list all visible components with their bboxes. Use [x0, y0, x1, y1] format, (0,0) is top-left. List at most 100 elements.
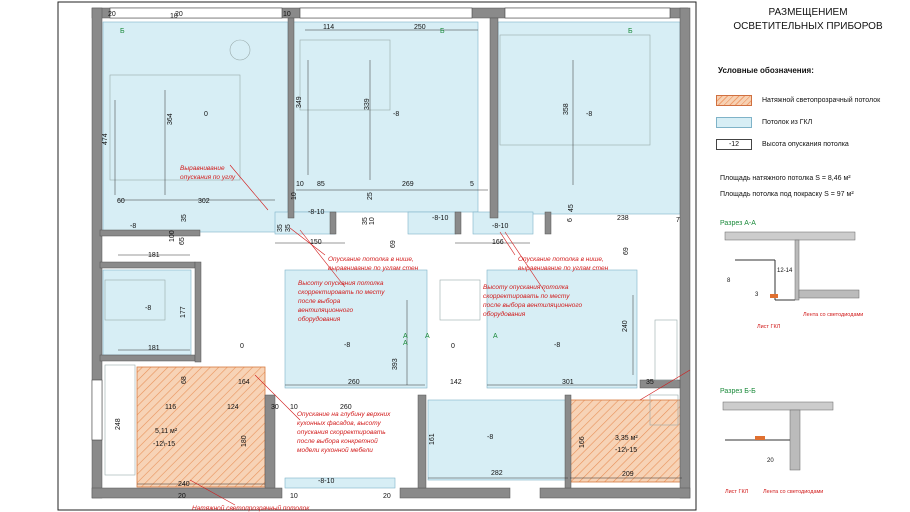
- dimension-label: -8-10: [318, 478, 334, 485]
- section-a-title: Разрез А-А: [720, 220, 756, 227]
- dimension-label: 0: [240, 343, 244, 350]
- dimension-label: 10: [170, 13, 178, 20]
- dimension-label: 10: [296, 181, 304, 188]
- dimension-label: 177: [180, 306, 187, 318]
- dimension-label: 240: [622, 320, 629, 332]
- note-line: кухонных фасадов, высоту: [297, 419, 382, 427]
- dimension-label: 260: [340, 404, 352, 411]
- dimension-label: 161: [429, 433, 436, 445]
- dimension-label: 5: [470, 181, 474, 188]
- gkl-zones: [102, 21, 681, 489]
- area-stretch: Площадь натяжного потолка S = 8,46 м²: [720, 175, 851, 182]
- legend-item-height: -12 Высота опускания потолка: [716, 137, 849, 151]
- dimension-label: 114: [323, 24, 334, 31]
- furniture: [104, 34, 679, 476]
- dimension-label: 180: [241, 435, 248, 447]
- note-line: оборудования: [298, 315, 341, 323]
- dimension-label: -12\-15: [615, 447, 637, 454]
- dimension-label: 116: [165, 404, 176, 411]
- dimension-label: 69: [623, 247, 630, 255]
- dimension-label: -12\-15: [153, 441, 175, 448]
- dimension-label: 248: [115, 418, 122, 430]
- dimension-label: 35: [646, 379, 654, 386]
- dimension-label: 10: [291, 192, 298, 200]
- dimension-label: 20: [178, 493, 186, 500]
- note-line: Опускание на глубину верхних: [297, 410, 391, 418]
- sheet-frame: [57, 1, 697, 511]
- dim-a-1: 12-14: [777, 268, 793, 274]
- stretch-ceiling-bath: [569, 399, 683, 483]
- note-line: опускания скорректировать: [297, 429, 386, 436]
- dimension-label: 150: [310, 239, 322, 246]
- dimension-label: 124: [227, 404, 239, 411]
- dimension-label: 166: [492, 239, 504, 246]
- dimension-label: -8: [586, 111, 592, 118]
- note-line: выравнивание по углам стен: [518, 265, 609, 272]
- section-marker: Б: [120, 28, 125, 35]
- legend-panel: РАЗМЕЩЕНИЕМ ОСВЕТИТЕЛЬНЫХ ПРИБОРОВ Услов…: [700, 0, 910, 512]
- dimension-label: 68: [181, 376, 188, 384]
- hatch-swatch: [716, 94, 752, 106]
- dimension-label: 349: [296, 96, 303, 108]
- dimension-lines: [114, 29, 682, 485]
- dimension-label: -8: [344, 342, 350, 349]
- note-line: вентиляционного: [298, 307, 353, 314]
- dimension-label: 181: [148, 345, 160, 352]
- dimension-label: 269: [402, 181, 414, 188]
- note-line: после выбора: [298, 297, 341, 305]
- dimension-label: 0: [204, 111, 208, 118]
- note-line: Опускание потолка в нише,: [518, 256, 604, 263]
- dimension-label: -8-10: [492, 223, 508, 230]
- note-line: модели кухонной мебели: [297, 446, 373, 454]
- dimension-label: -8: [554, 342, 560, 349]
- dimension-label: 5,11 м²: [155, 428, 178, 435]
- dimension-label: 35: [181, 214, 188, 222]
- note-line: Выравнивание: [180, 165, 225, 172]
- note-line: выравнивание по углам стен: [328, 265, 419, 272]
- legend-label: Натяжной светопрозрачный потолок: [762, 96, 881, 104]
- dim-a-3: 3: [755, 292, 759, 298]
- note-line: Высоту опускания потолка: [483, 284, 569, 291]
- dimension-label: 45: [568, 204, 575, 212]
- dimension-label: -8: [487, 434, 493, 441]
- dimension-label: 364: [167, 113, 174, 125]
- stretch-ceiling-kitchen: [136, 366, 266, 488]
- dimension-label: -8-10: [432, 215, 448, 222]
- note-line: скорректировать по месту: [483, 293, 570, 300]
- legend-item-stretch: Натяжной светопрозрачный потолок: [716, 93, 880, 107]
- note-line: Опускание потолка в нише,: [328, 256, 414, 263]
- section-marker: А: [425, 333, 430, 340]
- dimension-label: 166: [579, 436, 586, 448]
- dimension-label: 25: [367, 192, 374, 200]
- dimension-label: 7: [676, 217, 680, 224]
- dimension-label: 260: [348, 379, 360, 386]
- dimension-label: 60: [117, 198, 125, 205]
- note-line: скорректировать по месту: [298, 289, 385, 296]
- dimension-label: 100: [169, 230, 176, 242]
- note-leaders: [189, 164, 691, 506]
- dimension-label: 393: [392, 358, 399, 370]
- area-paint: Площадь потолка под покраску S = 97 м²: [720, 191, 854, 198]
- dimension-label: 250: [414, 24, 426, 31]
- dimension-label: -8-10: [308, 209, 324, 216]
- section-b-title: Разрез Б-Б: [720, 388, 756, 395]
- dimension-label: 69: [390, 240, 397, 248]
- dimension-label: 85: [317, 181, 325, 188]
- note-line: опускания по углу: [180, 174, 236, 181]
- dim-a-2: 8: [727, 278, 731, 284]
- dimension-label: 20: [108, 11, 116, 18]
- label-led-b: Лента со светодиодами: [763, 489, 823, 495]
- legend-label: Высота опускания потолка: [762, 140, 849, 148]
- dimension-label: 142: [450, 379, 462, 386]
- note-line: Натяжной светопрозрачный потолок: [192, 504, 310, 512]
- dimension-label: -8: [130, 223, 136, 230]
- dimension-label: 35: [277, 224, 284, 232]
- legend-item-gkl: Потолок из ГКЛ: [716, 115, 812, 129]
- dimension-label: 65: [179, 237, 186, 245]
- legend-heading: Условные обозначения:: [718, 66, 814, 75]
- dimension-label: 20: [383, 493, 391, 500]
- title-line-1: РАЗМЕЩЕНИЕМ: [768, 7, 848, 18]
- dimension-label: 10: [369, 217, 376, 225]
